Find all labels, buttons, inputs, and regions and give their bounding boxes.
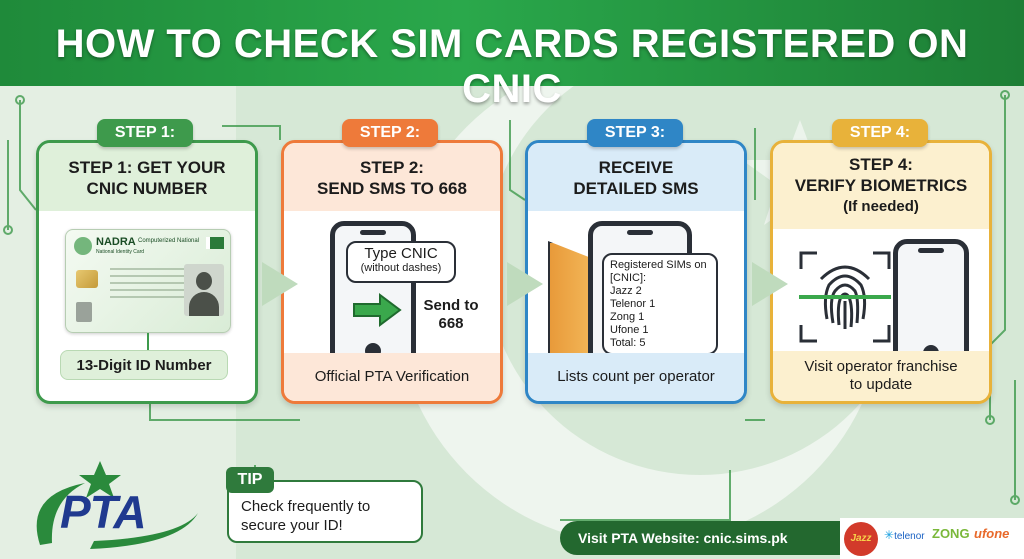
step-2-card: STEP 2: SEND SMS TO 668 Type CNIC (witho… [281,140,503,404]
connector-line [147,333,149,353]
step-1-pill: STEP 1: [97,119,193,147]
zong-logo: ZONG [932,526,970,541]
card-text-lines [110,268,190,302]
step-4-footer: Visit operator franchise to update [773,351,989,401]
header-banner: HOW TO CHECK SIM CARDS REGISTERED ON CNI… [0,0,1024,111]
card-header [39,143,255,211]
bubble-subtext: (without dashes) [360,262,442,274]
bubble-text: Type CNIC [364,245,438,262]
arrow-right-icon [752,262,788,306]
telenor-icon: ✳ [884,528,895,542]
step-3-card: RECEIVE DETAILED SMS Registered SIMs on … [525,140,747,404]
pta-logo-text: PTA [60,486,147,538]
phone-icon [893,239,969,371]
send-to-label: Send to 668 [423,297,479,332]
step-4-card: STEP 4: VERIFY BIOMETRICS (If needed) Vi… [770,140,992,404]
nadra-brand: NADRA [96,236,136,248]
fingerprint-icon [799,251,891,343]
arrow-right-icon [507,262,543,306]
jazz-logo: Jazz [844,522,878,556]
id-number-label: 13-Digit ID Number [60,350,228,380]
chip-icon [76,270,98,288]
photo-silhouette-icon [184,264,224,316]
step-3-footer: Lists count per operator [528,353,744,401]
cnic-card-illustration: NADRA Computerized National National Ide… [65,229,231,333]
card-subheading: National Identity Card [96,249,145,255]
ufone-logo: ufone [974,526,1010,541]
pta-logo-swoosh-icon [36,461,198,549]
send-arrow-icon [353,293,402,327]
telenor-logo: ✳telenor [884,528,925,542]
step-4-title: STEP 4: VERIFY BIOMETRICS (If needed) [794,155,968,215]
emblem-icon [74,237,92,255]
card-header [773,143,989,229]
card-header [528,143,744,211]
step-3-pill: STEP 3: [587,119,683,147]
arrow-right-icon [262,262,298,306]
mini-photo-icon [76,302,92,322]
tip-box: TIP Check frequently to secure your ID! [226,467,423,543]
step-2-footer: Official PTA Verification [284,353,500,401]
card-heading: Computerized National [138,238,200,244]
card-header [284,143,500,211]
website-banner[interactable]: Visit PTA Website: cnic.sims.pk [560,521,840,555]
tip-label: TIP [226,467,274,493]
page-title: HOW TO CHECK SIM CARDS REGISTERED ON CNI… [55,22,969,111]
step-2-title: STEP 2: SEND SMS TO 668 [317,158,467,198]
step-2-pill: STEP 2: [342,119,438,147]
sms-message: Registered SIMs on [CNIC]: Jazz 2 Teleno… [602,253,718,355]
sms-bubble: Type CNIC (without dashes) [346,241,456,283]
step-4-pill: STEP 4: [832,119,928,147]
step-3-title: RECEIVE DETAILED SMS [573,158,699,198]
step-1-title: STEP 1: GET YOUR CNIC NUMBER [68,158,226,198]
pakistan-flag-icon [206,237,224,249]
tip-text: Check frequently to secure your ID! [241,498,371,534]
